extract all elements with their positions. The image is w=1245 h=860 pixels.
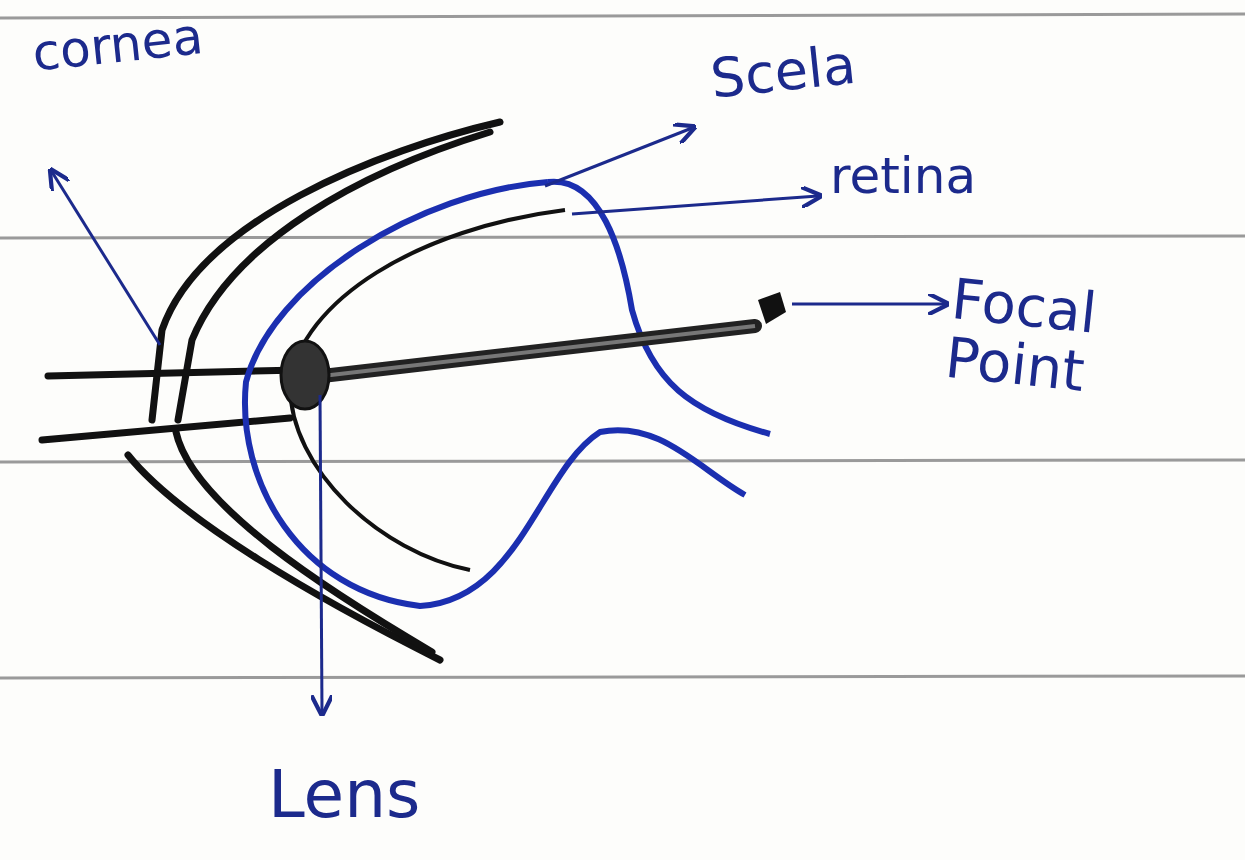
part-label: Lens [268, 760, 528, 829]
leader-lines [52, 128, 945, 712]
cornea-outline [42, 122, 500, 660]
part-label: retina [830, 150, 1170, 203]
optic-axis [305, 326, 755, 378]
part-label: cornea [30, 0, 334, 80]
focal-point-dot [758, 292, 786, 324]
part-label: Scela [708, 21, 1012, 109]
lens-shape [281, 341, 329, 409]
paper-lines [0, 14, 1245, 678]
sclera-outline [548, 182, 770, 434]
part-label: Focal Point [943, 270, 1204, 413]
optic-axis [305, 326, 755, 378]
